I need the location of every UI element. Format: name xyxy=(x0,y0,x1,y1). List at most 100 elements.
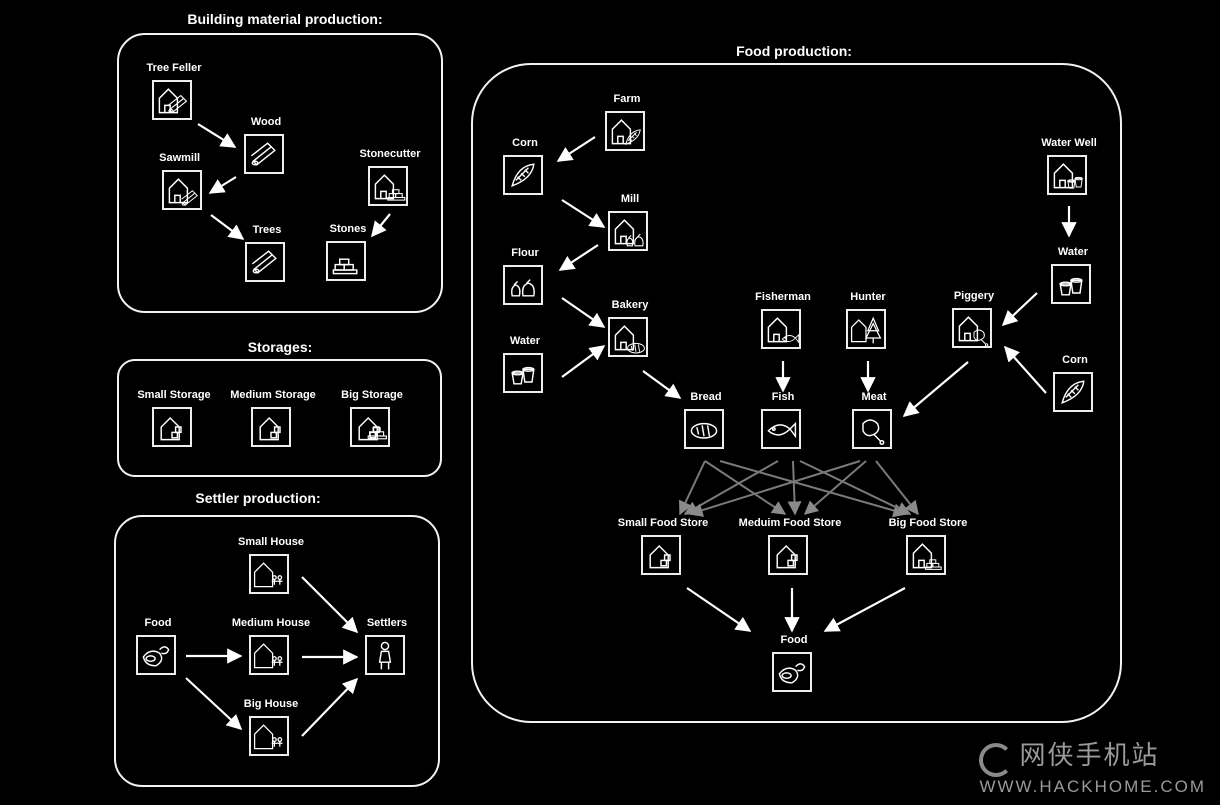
arrow-corn-piggery xyxy=(1003,345,1047,394)
arrow-bigstore-food xyxy=(823,587,906,632)
food-panel xyxy=(471,63,1122,723)
settler-person-icon xyxy=(365,635,405,675)
corn-icon xyxy=(503,155,543,195)
node-big-food-store: Big Food Store xyxy=(889,517,967,575)
node-stonecutter: Stonecutter xyxy=(359,148,421,206)
node-label: Small House xyxy=(237,536,305,548)
node-label: Food xyxy=(780,634,808,646)
node-bakery: Bakery xyxy=(608,299,652,357)
node-label: Small Storage xyxy=(137,389,211,401)
arrow-smallhouse-settlers xyxy=(301,576,359,634)
node-label: Settlers xyxy=(366,617,408,629)
node-label: Bread xyxy=(690,391,722,403)
node-sawmill: Sawmill xyxy=(159,152,206,210)
node-medium-house: Medium House xyxy=(232,617,310,675)
watermark-chinese: 网侠手机站 xyxy=(1019,741,1160,772)
arrow-fish-medium xyxy=(787,460,802,516)
big-house-icon xyxy=(249,716,289,756)
node-label: Corn xyxy=(1062,354,1088,366)
node-label: Medium Storage xyxy=(230,389,316,401)
node-tree-feller: Tree Feller xyxy=(146,62,202,120)
water-well-icon xyxy=(1047,155,1087,195)
node-stones: Stones xyxy=(326,223,370,281)
fish-icon xyxy=(761,409,801,449)
node-food-final: Food xyxy=(772,634,816,692)
node-medium-food-store: Meduim Food Store xyxy=(739,517,841,575)
meat-icon xyxy=(852,409,892,449)
medium-food-store-icon xyxy=(768,535,808,575)
watermark-url: WWW.HACKHOME.COM xyxy=(979,777,1206,796)
fisherman-icon xyxy=(761,309,801,349)
node-fish: Fish xyxy=(761,391,805,449)
arrow-mill-flour xyxy=(558,244,599,271)
arrow-meat-medium xyxy=(803,460,867,515)
arrow-stonecutter-stones xyxy=(371,213,391,238)
arrow-fish-small xyxy=(683,460,779,515)
node-flour: Flour xyxy=(503,247,547,305)
node-label: Stonecutter xyxy=(359,148,421,160)
node-label: Piggery xyxy=(953,290,995,302)
node-label: Fish xyxy=(771,391,795,403)
corn-icon xyxy=(1053,372,1093,412)
node-hunter: Hunter xyxy=(846,291,890,349)
water-buckets-icon xyxy=(1051,264,1091,304)
medium-house-icon xyxy=(249,635,289,675)
hunter-icon xyxy=(846,309,886,349)
node-small-house: Small House xyxy=(238,536,304,594)
node-label: Corn xyxy=(512,137,538,149)
bakery-icon xyxy=(608,317,648,357)
node-label: Fisherman xyxy=(755,291,811,303)
node-label: Meat xyxy=(861,391,887,403)
node-small-storage: Small Storage xyxy=(137,389,211,447)
flour-sacks-icon xyxy=(503,265,543,305)
small-food-store-icon xyxy=(641,535,681,575)
bread-icon xyxy=(684,409,724,449)
arrow-meat-big xyxy=(875,460,919,516)
arrow-bighouse-settlers xyxy=(301,677,359,737)
node-big-house: Big House xyxy=(244,698,298,756)
arrow-fish-big xyxy=(799,460,912,515)
node-label: Hunter xyxy=(850,291,886,303)
building-panel xyxy=(117,33,443,313)
node-label: Water xyxy=(1057,246,1089,258)
house-with-logs-icon xyxy=(152,80,192,120)
section-title-storages: Storages: xyxy=(247,339,313,355)
arrow-farm-corn xyxy=(556,136,596,162)
food-basket-icon xyxy=(772,652,812,692)
arrow-bread-medium xyxy=(704,460,787,515)
node-water-left: Water xyxy=(503,335,547,393)
node-bread: Bread xyxy=(684,391,728,449)
arrow-sawmill-trees xyxy=(210,214,245,240)
node-fisherman: Fisherman xyxy=(755,291,811,349)
node-label: Stones xyxy=(329,223,367,235)
arrow-bread-big xyxy=(719,460,908,518)
logs-icon xyxy=(244,134,284,174)
node-label: Big Food Store xyxy=(888,517,968,529)
arrow-water-bakery xyxy=(561,345,606,378)
house-with-stones-icon xyxy=(368,166,408,206)
small-storage-icon xyxy=(152,407,192,447)
big-storage-icon xyxy=(350,407,390,447)
mill-icon xyxy=(608,211,648,251)
planks-icon xyxy=(245,242,285,282)
node-water-well: Water Well xyxy=(1041,137,1097,195)
node-corn-right: Corn xyxy=(1053,354,1097,412)
node-label: Mill xyxy=(620,193,640,205)
piggery-icon xyxy=(952,308,992,348)
node-label: Big Storage xyxy=(341,389,403,401)
small-house-icon xyxy=(249,554,289,594)
node-label: Water Well xyxy=(1041,137,1097,149)
node-label: Food xyxy=(144,617,172,629)
node-meat: Meat xyxy=(852,391,896,449)
node-food-settler: Food xyxy=(136,617,180,675)
node-label: Medium House xyxy=(231,617,311,629)
big-food-store-icon xyxy=(906,535,946,575)
arrow-flour-bakery xyxy=(561,297,606,328)
arrow-wood-sawmill xyxy=(208,176,237,194)
arrow-piggery-meat xyxy=(902,361,969,417)
arrow-bread-small xyxy=(679,460,706,516)
node-label: Small Food Store xyxy=(617,517,709,529)
section-title-food: Food production: xyxy=(736,43,852,59)
node-label: Tree Feller xyxy=(146,62,202,74)
